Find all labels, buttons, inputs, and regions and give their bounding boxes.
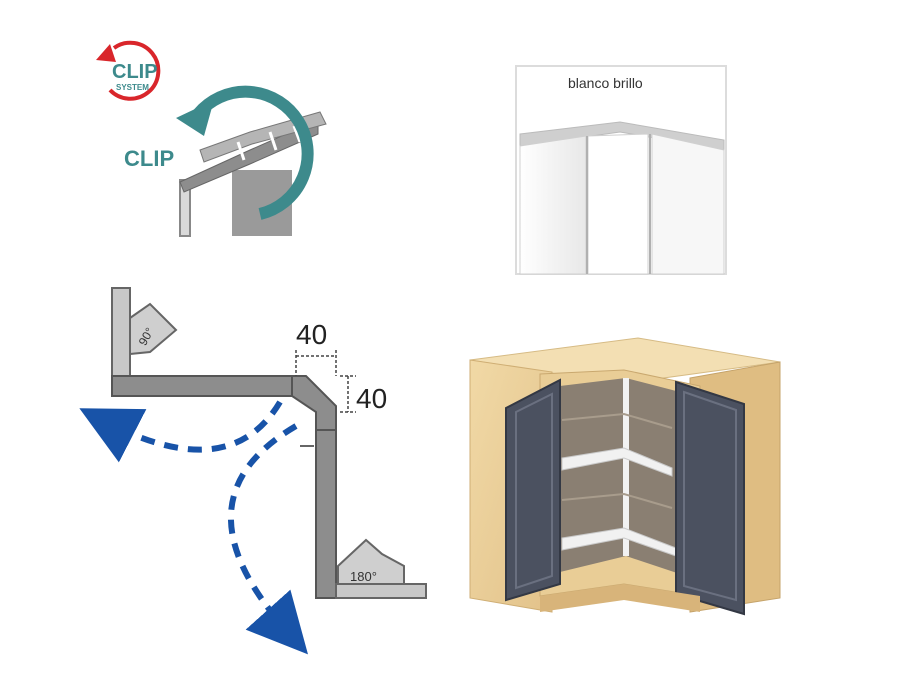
cabinet-door-left <box>505 378 561 602</box>
dimension-depth-label: 40 <box>356 383 387 414</box>
corner-profile <box>291 375 337 431</box>
finish-panel-label: blanco brillo <box>568 75 643 91</box>
door-swing-arc-down-icon <box>227 423 308 655</box>
cabinet-interior <box>560 378 680 574</box>
clip-badge-red-arrow-icon <box>108 40 161 101</box>
clip-rotate-arrowhead-icon <box>176 100 214 136</box>
clip-rotate-arrow-icon <box>193 85 314 220</box>
top-hinge-wedge <box>129 302 178 356</box>
top-side-panel <box>111 287 131 377</box>
cabinet-plinth <box>540 584 700 612</box>
bottom-hinge-angle: 180° <box>350 569 377 584</box>
bottom-base-panel <box>335 583 427 599</box>
dimension-lines <box>295 350 356 413</box>
finish-door-left <box>519 135 587 275</box>
door-swing-arc-left-icon <box>79 400 283 463</box>
plan-view-diagram: 90° 180° 40 40 <box>79 287 427 655</box>
finish-panel: blanco brillo <box>515 65 727 275</box>
horizontal-door-profile <box>111 375 297 397</box>
finish-door-right <box>651 133 725 275</box>
clip-label: CLIP <box>124 146 174 171</box>
finish-door-center <box>587 133 649 275</box>
clip-system-illustration: CLIP SYSTEM CLIP <box>96 40 327 237</box>
vertical-door-profile <box>315 429 337 599</box>
clip-badge-title: CLIP <box>112 61 158 83</box>
bottom-hinge-wedge <box>337 538 405 585</box>
corner-cabinet-3d <box>469 337 781 616</box>
clip-badge-red-arrowhead-icon <box>96 44 116 62</box>
cabinet-door-right <box>675 380 745 616</box>
dimension-width-label: 40 <box>296 319 327 350</box>
clip-badge-subtitle: SYSTEM <box>116 83 149 92</box>
cabinet-shelf-upper <box>561 447 673 477</box>
